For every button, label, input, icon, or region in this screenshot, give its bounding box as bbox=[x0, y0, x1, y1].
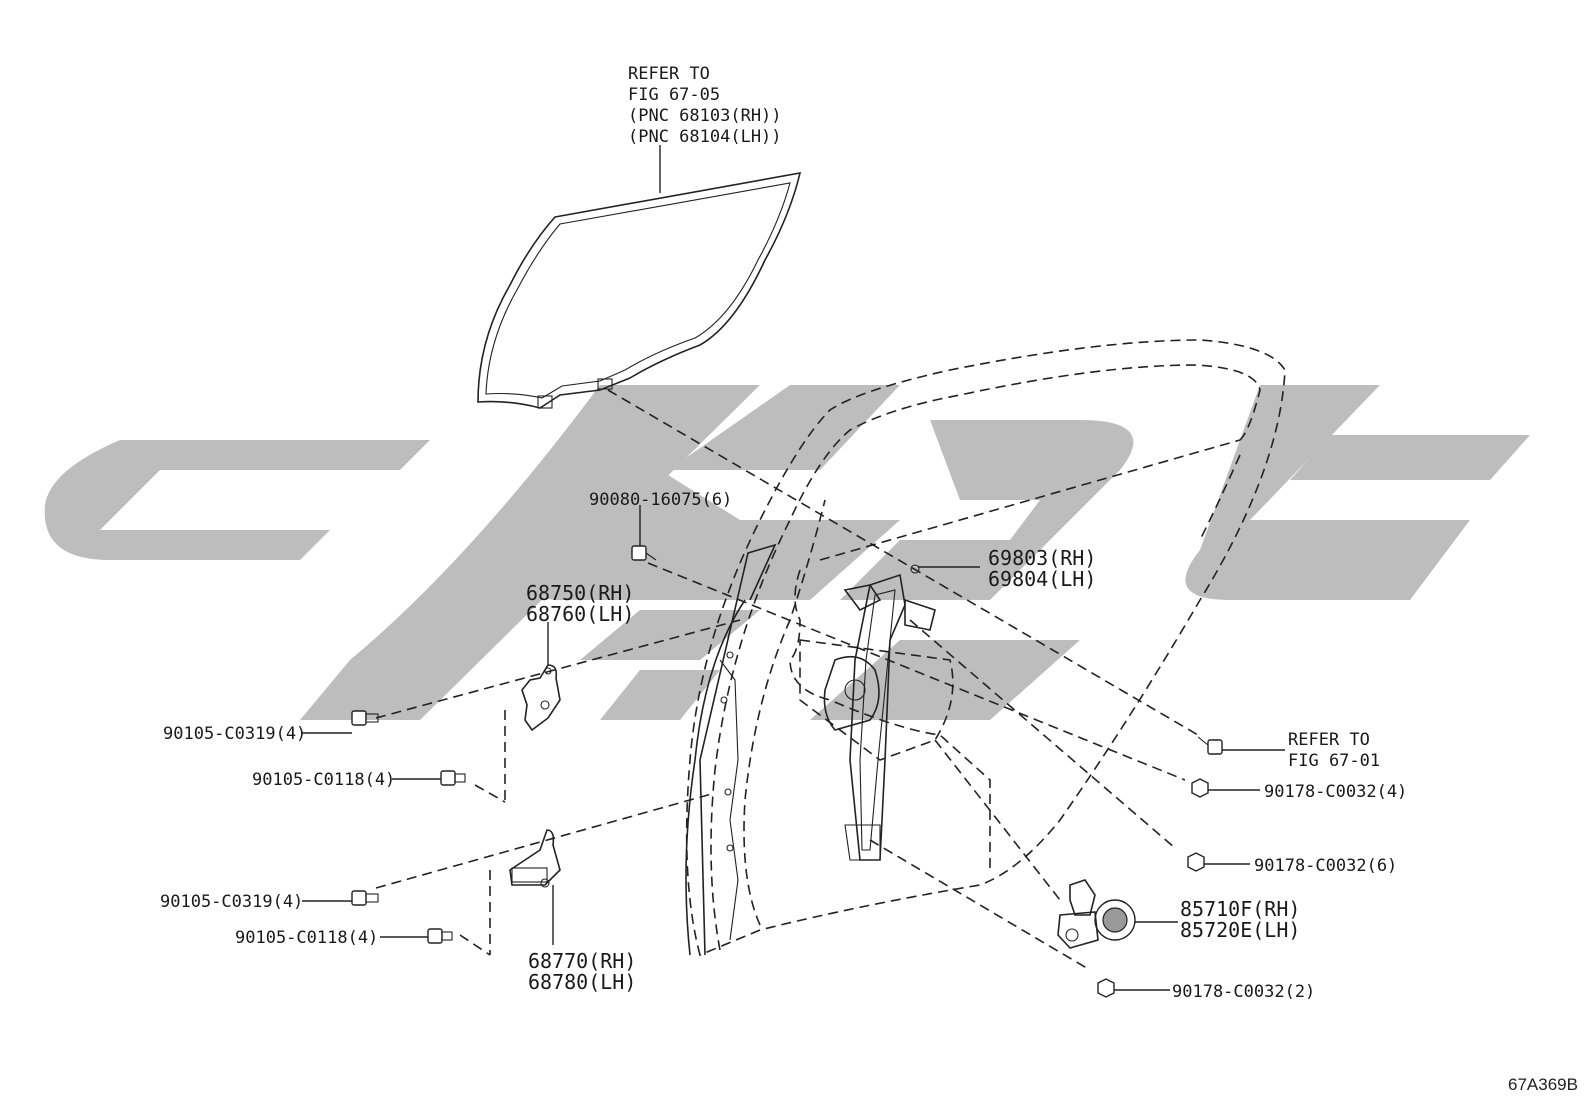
label-90105-c0118-lower: 90105-C0118(4) bbox=[235, 928, 378, 948]
label-motor-rh: 85710F(RH) bbox=[1180, 897, 1300, 921]
door-hinge-pillar bbox=[685, 543, 777, 956]
label-regulator-rh: 69803(RH) bbox=[988, 546, 1096, 570]
label-nut-2: 90178-C0032(2) bbox=[1172, 982, 1315, 1002]
label-90105-c0118-upper: 90105-C0118(4) bbox=[252, 770, 395, 790]
watermark-logo bbox=[44, 385, 1530, 720]
label-upper-hinge-lh: 68760(LH) bbox=[526, 602, 634, 626]
bolt-refer-fig-67-01[interactable] bbox=[1197, 736, 1223, 755]
glass-reference-label: REFER TO FIG 67-05 (PNC 68103(RH)) (PNC … bbox=[628, 64, 782, 147]
glass-ref-line-4: (PNC 68104(LH)) bbox=[628, 127, 782, 147]
upper-door-hinge[interactable] bbox=[521, 664, 561, 732]
label-nut-4: 90178-C0032(4) bbox=[1264, 782, 1407, 802]
bolt-90105-c0319-lower[interactable] bbox=[351, 890, 379, 906]
label-90105-c0319-lower: 90105-C0319(4) bbox=[160, 892, 303, 912]
label-90105-c0319-upper: 90105-C0319(4) bbox=[163, 724, 306, 744]
label-lower-hinge-rh: 68770(RH) bbox=[528, 949, 636, 973]
nut-90178-c0032-4[interactable] bbox=[1191, 778, 1209, 798]
label-regulator-lh: 69804(LH) bbox=[988, 567, 1096, 591]
label-motor-lh: 85720E(LH) bbox=[1180, 918, 1300, 942]
bolt-90105-c0118-upper[interactable] bbox=[440, 770, 466, 786]
glass-ref-line-1: REFER TO bbox=[628, 64, 710, 84]
bolt-90105-c0118-lower[interactable] bbox=[427, 928, 453, 944]
door-panel-outline bbox=[685, 339, 1286, 957]
label-refer-to: REFER TO bbox=[1288, 730, 1370, 750]
window-regulator-motor[interactable] bbox=[1057, 879, 1136, 949]
window-regulator[interactable] bbox=[823, 573, 936, 861]
label-fig-67-01: FIG 67-01 bbox=[1288, 751, 1380, 771]
glass-ref-line-2: FIG 67-05 bbox=[628, 85, 720, 105]
label-lower-hinge-lh: 68780(LH) bbox=[528, 970, 636, 994]
label-90080-16075: 90080-16075(6) bbox=[589, 490, 732, 510]
label-nut-6: 90178-C0032(6) bbox=[1254, 856, 1397, 876]
bolt-90105-c0319-upper[interactable] bbox=[351, 710, 379, 726]
figure-code: 67A369B bbox=[1508, 1075, 1578, 1094]
lower-door-hinge[interactable] bbox=[509, 829, 561, 888]
glass-ref-line-3: (PNC 68103(RH)) bbox=[628, 106, 782, 126]
door-glass[interactable] bbox=[477, 171, 802, 409]
nut-90178-c0032-6[interactable] bbox=[1187, 852, 1205, 872]
nut-90178-c0032-2[interactable] bbox=[1097, 978, 1115, 998]
explode-lines bbox=[375, 389, 1199, 971]
bolt-90080-16075[interactable] bbox=[631, 545, 657, 561]
label-upper-hinge-rh: 68750(RH) bbox=[526, 581, 634, 605]
